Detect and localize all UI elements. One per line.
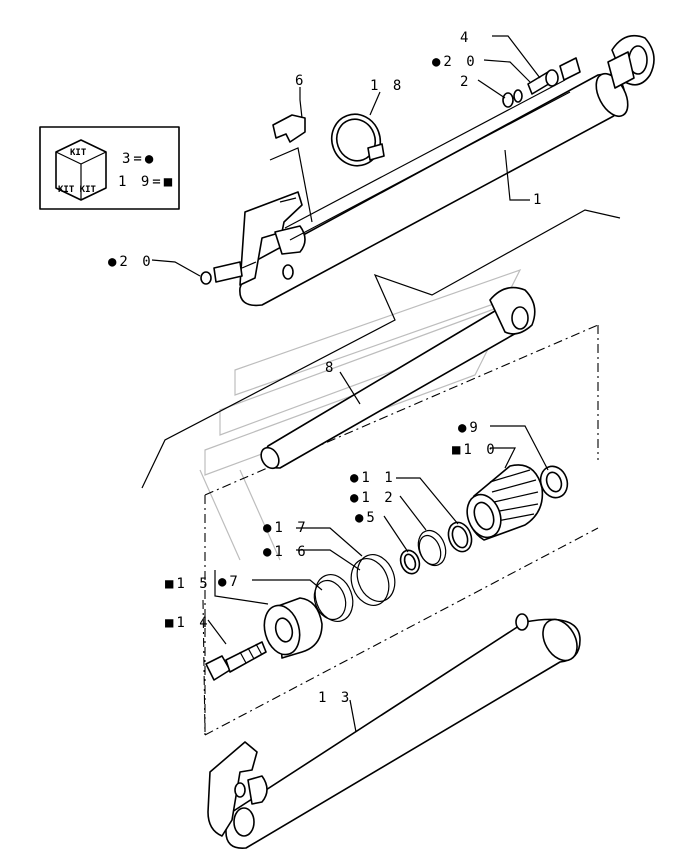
label-10: ■1 0 xyxy=(452,442,498,458)
label-18: 1 8 xyxy=(370,78,404,94)
kit-top-text: KIT xyxy=(70,148,87,158)
fittings-upper xyxy=(502,57,581,108)
rod-eye-upper xyxy=(607,34,655,89)
assembly-frame xyxy=(202,324,599,736)
label-1: 1 xyxy=(533,192,544,208)
label-2: 2 xyxy=(460,74,471,90)
label-17: ●1 7 xyxy=(263,520,309,536)
clamp-part-18 xyxy=(330,113,385,167)
label-15: ■1 5 xyxy=(165,576,211,592)
label-9: ●9 xyxy=(458,420,481,436)
label-6: 6 xyxy=(295,73,306,89)
gland-head xyxy=(466,464,544,541)
label-20-top: ●2 0 xyxy=(432,54,478,70)
label-7: ●7 xyxy=(218,574,241,590)
label-13: 1 3 xyxy=(318,690,352,706)
bolt-washer-20 xyxy=(200,261,257,285)
kit-legend: KIT KIT KIT 3=● 1 9=■ xyxy=(39,126,180,210)
label-4: 4 xyxy=(460,30,471,46)
label-11: ●1 1 xyxy=(350,470,396,486)
label-14: ■1 4 xyxy=(165,615,211,631)
piston-15 xyxy=(263,597,323,659)
clip-part-6 xyxy=(272,114,306,143)
wiper-seal-9 xyxy=(539,465,569,499)
label-5: ●5 xyxy=(355,510,378,526)
piston-rod xyxy=(260,286,536,470)
seal-rings xyxy=(313,521,473,622)
label-20-left: ●2 0 xyxy=(108,254,154,270)
cylinder-barrel-lower xyxy=(207,613,581,849)
label-12: ●1 2 xyxy=(350,490,396,506)
leader-lines xyxy=(151,35,549,733)
break-line xyxy=(141,209,621,489)
label-8: 8 xyxy=(325,360,336,376)
kit-line-1: 3=● xyxy=(122,151,156,167)
label-16: ●1 6 xyxy=(263,544,309,560)
piston-bolt-14 xyxy=(205,641,267,681)
kit-bottom-text: KIT KIT xyxy=(58,185,97,195)
kit-line-2: 1 9=■ xyxy=(118,174,175,190)
part-labels: 4 ●2 0 2 6 1 8 1 ●2 0 8 ●9 ■1 0 ●1 1 ●1 … xyxy=(108,30,544,706)
cylinder-barrel-upper xyxy=(239,72,629,307)
